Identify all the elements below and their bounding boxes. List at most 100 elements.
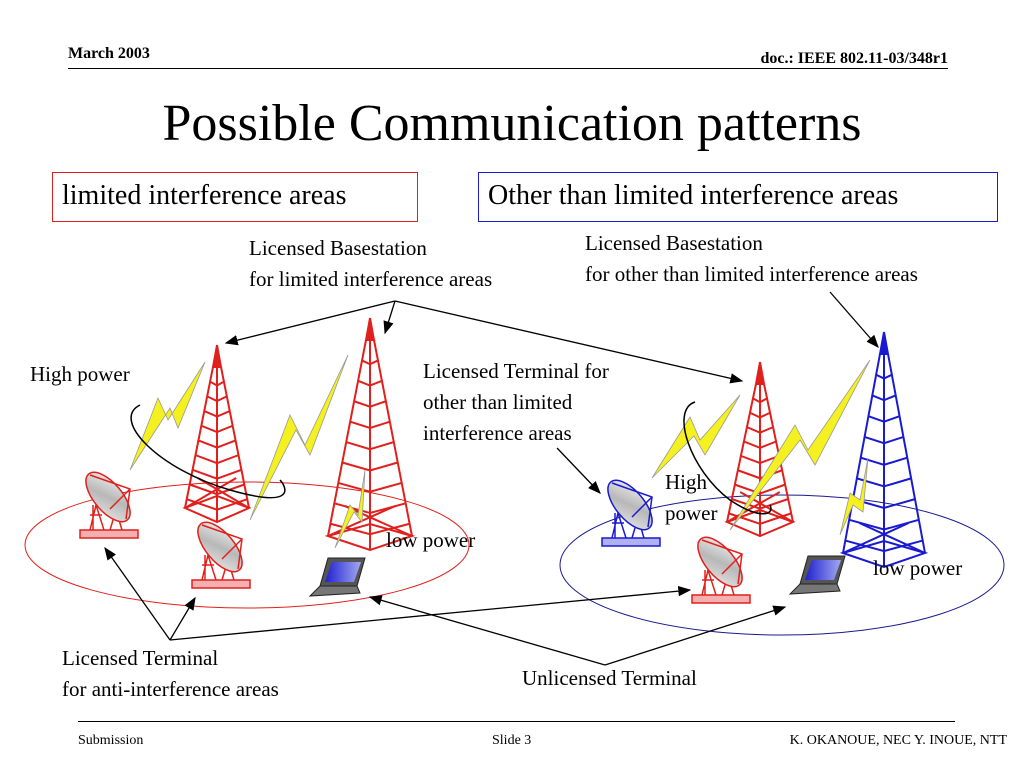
tower-rung (731, 498, 789, 510)
licensed-basestation-limited-1 (182, 344, 252, 524)
tower-brace (842, 522, 910, 554)
tower-rung (206, 395, 228, 403)
tower-antenna-tip (878, 331, 890, 355)
tower-rung (864, 435, 904, 445)
tower-brace (858, 522, 926, 554)
label-bs-limited-1: Licensed Basestation (249, 236, 427, 260)
tower-rung (203, 410, 231, 418)
tower-rung (749, 411, 771, 419)
high-power-arc-left (130, 404, 286, 499)
lightning-bolt-icon (334, 469, 366, 549)
tower-rung (752, 397, 768, 404)
tower-rung (860, 456, 908, 466)
arrow-lt-other (556, 447, 601, 494)
tower-rung (743, 440, 777, 449)
footer-submission: Submission (78, 733, 144, 748)
label-lt-anti-2: for anti-interference areas (62, 677, 279, 701)
header-divider (68, 68, 948, 69)
limited-areas-box: limited interference areas (52, 172, 418, 222)
tower-rung (341, 461, 399, 472)
label-bs-other-1: Licensed Basestation (585, 231, 763, 255)
callout-arrows (104, 291, 879, 666)
licensed-terminal-dish-3 (691, 536, 751, 604)
header-doc-id: doc.: IEEE 802.11-03/348r1 (760, 50, 948, 67)
laptop-keyboard (308, 585, 361, 597)
dish-base (191, 579, 251, 589)
tower-rung (195, 454, 239, 465)
label-bs-other-2: for other than limited interference area… (585, 262, 918, 286)
dish-base (601, 537, 661, 547)
dish-base (691, 594, 751, 604)
header-date: March 2003 (68, 45, 150, 62)
tower-rung (353, 400, 387, 408)
tower-rung (198, 439, 236, 449)
tower-rung (871, 394, 897, 402)
tower-rung (192, 468, 242, 480)
tower-rung (740, 454, 780, 465)
arrow-lt-anti-2 (169, 596, 196, 641)
tower-rung (349, 420, 391, 430)
dish-reflector (607, 479, 653, 531)
unlicensed-terminal-laptop-2 (788, 555, 846, 595)
high-power-arc-right (683, 401, 772, 515)
dish-feed (201, 524, 243, 570)
footer-authors: K. OKANOUE, NEC Y. INOUE, NTT (789, 733, 1007, 748)
lightning-bolt-icon (839, 457, 869, 536)
tower-brace (344, 505, 413, 537)
dish-feed (701, 539, 743, 585)
unlicensed-terminal-laptop-1 (308, 557, 366, 597)
label-lt-other-2: other than limited (423, 390, 573, 414)
page-title: Possible Communication patterns (162, 95, 862, 152)
tower-antenna-tip (211, 344, 223, 368)
tower-rung (875, 373, 893, 380)
arrow-bs-limited-2 (383, 300, 396, 335)
tower-rung (845, 539, 923, 553)
dish-reflector (197, 521, 243, 573)
tower-rung (357, 379, 383, 387)
label-high-power-left: High power (30, 362, 130, 386)
lightning-bolt-icon (729, 359, 871, 531)
arrow-unlicensed-1 (368, 595, 606, 666)
label-lt-other-3: interference areas (423, 421, 572, 445)
arrow-lt-other-tower (394, 300, 744, 384)
other-area-ellipse (559, 494, 1005, 636)
arrow-bs-other (829, 291, 879, 348)
label-lt-other-1: Licensed Terminal for (423, 359, 609, 383)
label-low-power-left: low power (386, 528, 476, 552)
dish-base (79, 529, 139, 539)
tower-antenna-tip (754, 361, 766, 385)
tower-rung (734, 483, 786, 495)
tower-brace (739, 491, 794, 523)
lightning-bolt-icon (249, 354, 349, 521)
other-areas-box: Other than limited interference areas (478, 172, 998, 222)
footer-divider (78, 721, 955, 722)
tower-rung (345, 441, 395, 451)
arrow-lt-anti-1 (104, 546, 171, 641)
footer-slide-number: Slide 3 (492, 733, 532, 748)
laptop-screen (325, 562, 361, 582)
tower-rung (209, 380, 225, 387)
dish-feed (89, 474, 131, 520)
laptop-keyboard (788, 583, 841, 595)
tower-rung (189, 483, 245, 496)
licensed-terminal-dish-1 (79, 471, 139, 539)
licensed-basestation-limited-2 (324, 317, 416, 552)
tower-brace (726, 491, 781, 523)
label-unlicensed: Unlicensed Terminal (522, 666, 697, 690)
label-bs-limited-2: for limited interference areas (249, 267, 493, 291)
arrow-bs-limited-1 (224, 300, 396, 346)
tower-rung (868, 415, 900, 423)
tower-brace (197, 477, 250, 509)
limited-area-ellipse (24, 481, 470, 609)
tower-rung (361, 359, 379, 366)
arrow-unlicensed-2 (604, 605, 787, 666)
licensed-terminal-dish-other (601, 479, 661, 547)
label-high-power-right-1: High (665, 470, 707, 494)
tower-rung (746, 426, 774, 434)
dish-reflector (697, 536, 743, 588)
lightning-bolt-icon (651, 394, 741, 479)
tower-rung (338, 481, 402, 493)
licensed-terminal-dish-2 (191, 521, 251, 589)
